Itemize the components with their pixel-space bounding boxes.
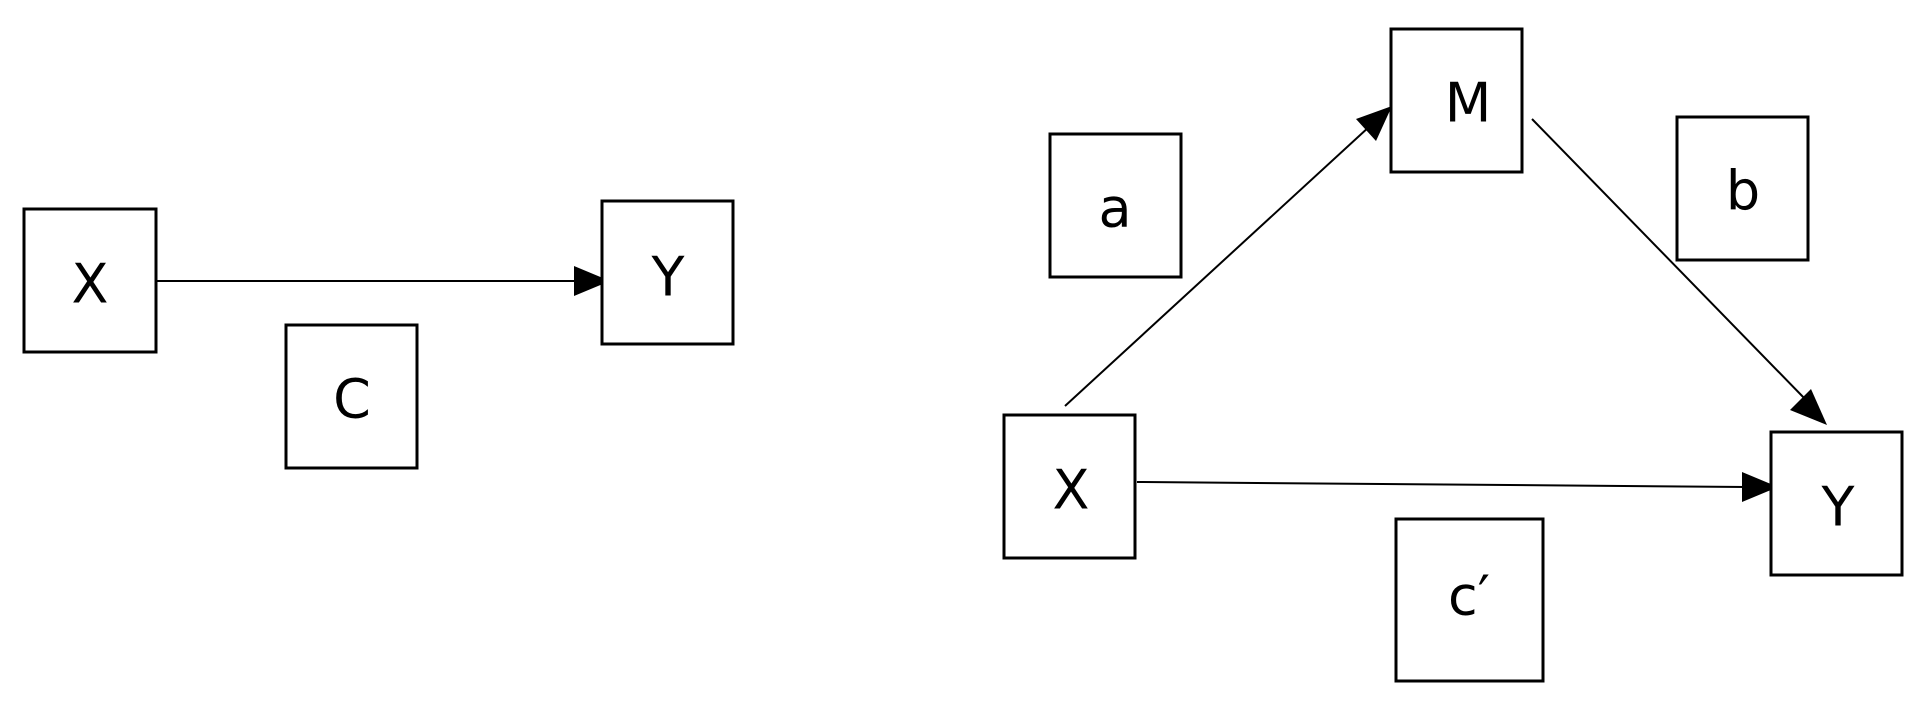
mediation-y-node: Y [1769, 430, 1904, 577]
simple-y-label: Y [651, 246, 686, 309]
simple-x-label: X [72, 253, 109, 316]
path-b-label: b [1726, 160, 1760, 223]
mediation-x-label: X [1053, 459, 1090, 522]
mediation-y-label: Y [1821, 476, 1856, 539]
simple-path-c-label: C [333, 368, 371, 431]
simple-edge-x-to-y [156, 266, 610, 296]
path-b-node: b [1675, 115, 1810, 262]
mediation-x-node: X [1002, 413, 1137, 560]
path-a-label: a [1098, 177, 1131, 240]
edge-x-to-y [1136, 472, 1778, 502]
path-a-node: a [1048, 132, 1183, 279]
simple-path-c-node: C [284, 323, 419, 470]
edge-m-to-y [1531, 118, 1827, 425]
path-c-prime-label: c′ [1448, 565, 1490, 628]
edge-x-to-m [1064, 106, 1392, 407]
mediation-m-node: M [1389, 27, 1524, 174]
simple-y-node: Y [600, 199, 735, 346]
path-c-prime-node: c′ [1394, 517, 1545, 683]
simple-model: X Y C [22, 199, 735, 470]
mediation-m-label: M [1445, 72, 1492, 135]
simple-x-node: X [22, 207, 158, 354]
mediation-model: M a b X Y c′ [1002, 27, 1904, 683]
